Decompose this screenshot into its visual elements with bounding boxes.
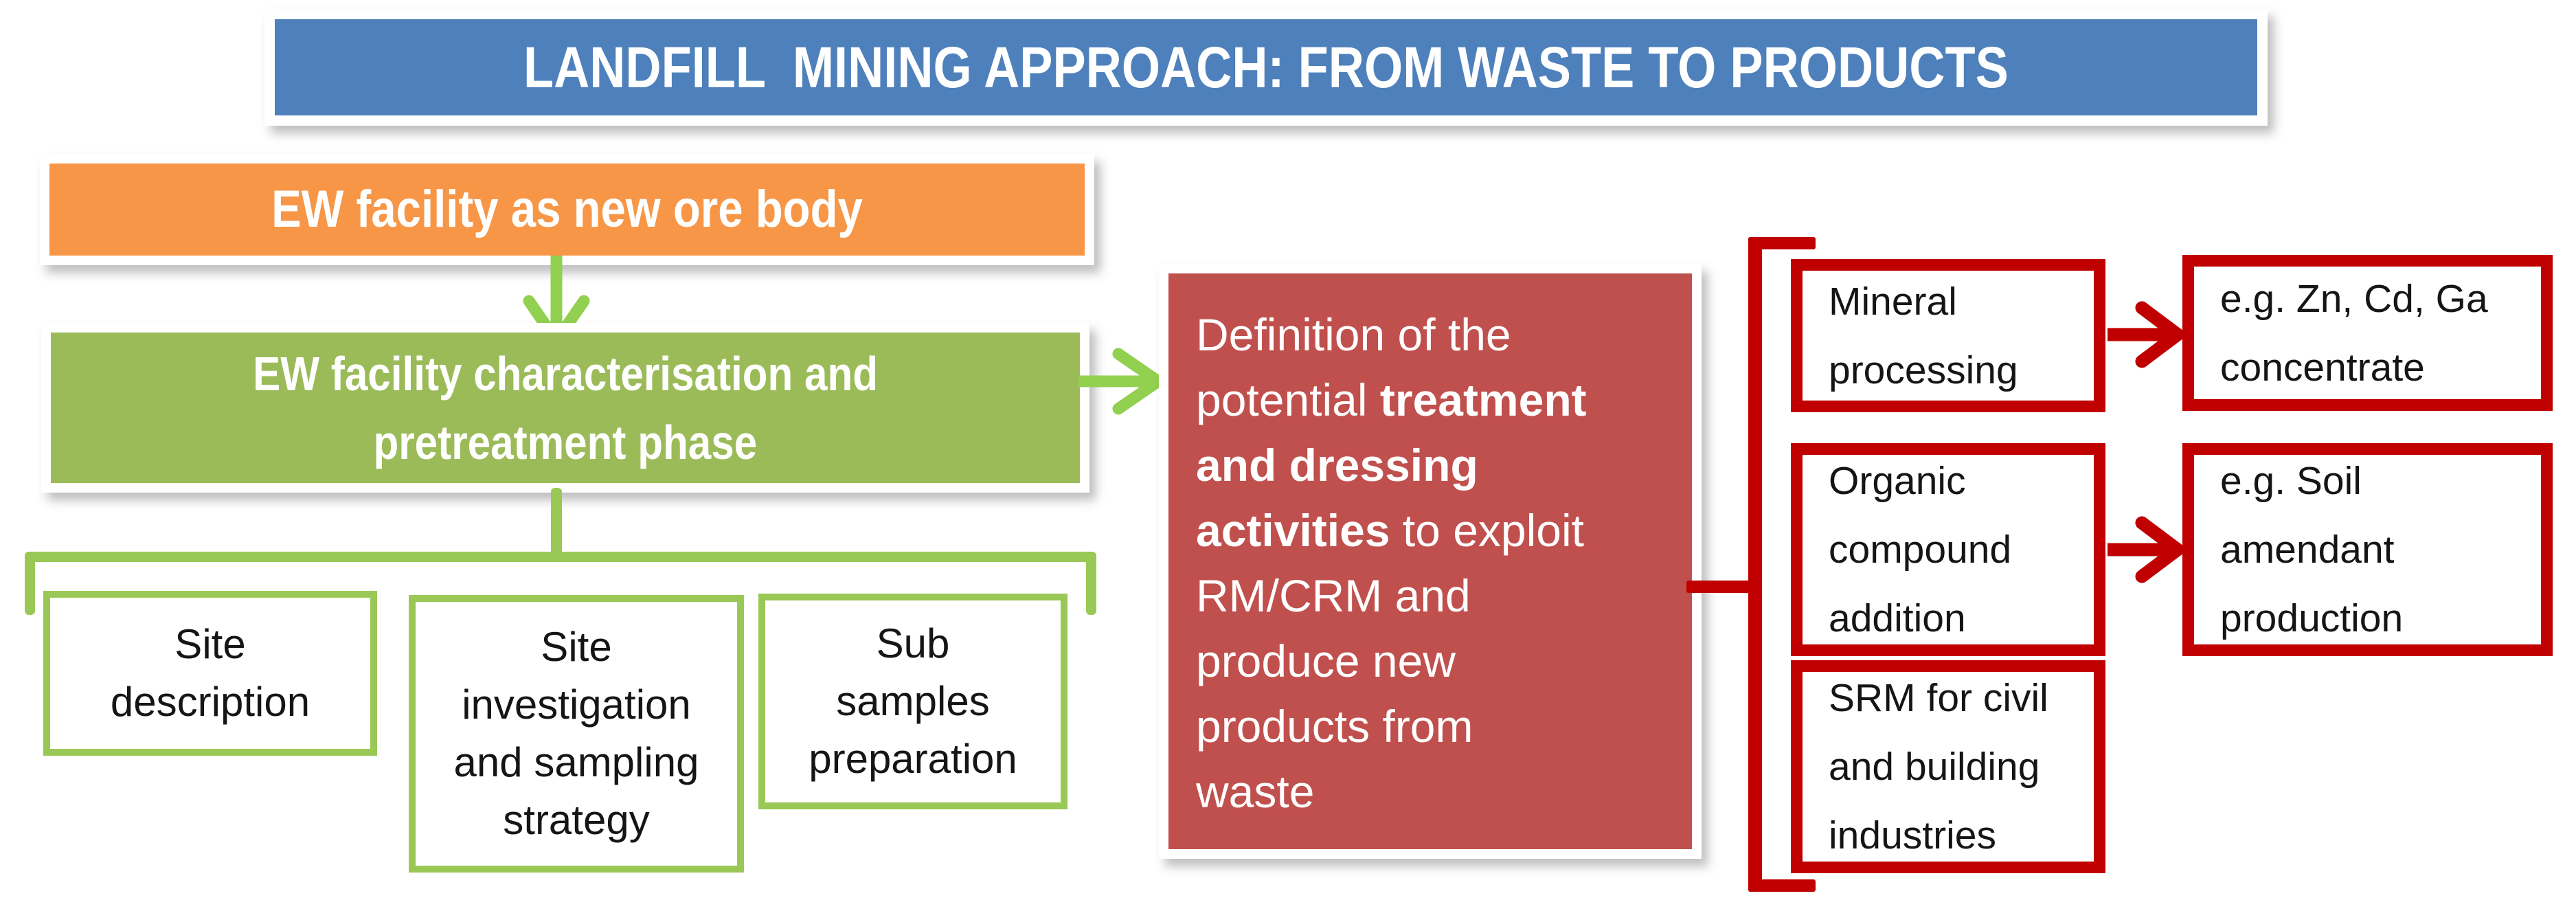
red-connector <box>1686 581 1754 593</box>
sub-box-line: and sampling <box>453 739 699 785</box>
treatment-box-line: industries <box>1829 813 1996 857</box>
characterisation-line-1: EW facility characterisation and <box>253 346 878 401</box>
title-banner-label: LANDFILL MINING APPROACH: FROM WASTE TO … <box>523 35 2009 100</box>
ore-body-box: EW facility as new ore body <box>40 154 1094 265</box>
definition-text: Definition of the potential treatment an… <box>1196 309 1587 817</box>
product-box-line: production <box>2220 596 2404 640</box>
sub-box-line: preparation <box>809 736 1017 782</box>
treatment-box-line: Organic <box>1829 459 1966 503</box>
treatment-box-srm-civil: SRM for civil and building industries <box>1791 660 2105 873</box>
red-arrow-right-icon <box>2108 297 2184 372</box>
product-box-soil-amendant: e.g. Soil amendant production <box>2182 443 2553 656</box>
red-bracket-top <box>1748 237 1816 249</box>
bracket-right-end <box>1086 552 1096 615</box>
red-bracket-bar <box>1748 237 1762 892</box>
sub-box-line: investigation <box>462 682 691 728</box>
treatment-box-line: addition <box>1829 596 1966 640</box>
product-box-zn-cd-ga: e.g. Zn, Cd, Ga concentrate <box>2182 255 2553 411</box>
title-banner: LANDFILL MINING APPROACH: FROM WASTE TO … <box>264 9 2268 126</box>
sub-box-line: Sub <box>876 620 950 666</box>
sub-box-line: strategy <box>503 797 650 843</box>
bracket-bar <box>25 552 1096 562</box>
ore-body-label: EW facility as new ore body <box>271 180 863 238</box>
sub-box-site-investigation: Site investigation and sampling strategy <box>409 595 744 873</box>
treatment-box-organic-compound: Organic compound addition <box>1791 443 2105 656</box>
product-box-line: concentrate <box>2220 345 2425 390</box>
treatment-box-line: compound <box>1829 528 2012 572</box>
sub-box-sub-samples: Sub samples preparation <box>758 594 1067 809</box>
treatment-box-line: and building <box>1829 745 2040 789</box>
definition-box: Definition of the potential treatment an… <box>1159 264 1702 859</box>
product-box-line: amendant <box>2220 528 2395 572</box>
sub-box-site-description: Site description <box>43 591 377 756</box>
red-arrow-right-icon <box>2108 512 2184 587</box>
sub-box-line: samples <box>836 678 990 724</box>
sub-box-line: Site <box>541 624 612 670</box>
treatment-box-line: SRM for civil <box>1829 676 2048 720</box>
bracket-stem <box>551 488 562 556</box>
treatment-box-mineral-processing: Mineral processing <box>1791 259 2105 412</box>
product-box-line: e.g. Soil <box>2220 459 2362 503</box>
treatment-box-line: processing <box>1829 348 2018 392</box>
characterisation-box: EW facility characterisation and pretrea… <box>41 323 1089 493</box>
treatment-box-line: Mineral <box>1829 279 1957 324</box>
characterisation-line-2: pretreatment phase <box>373 415 758 469</box>
red-bracket-bottom <box>1748 879 1816 892</box>
sub-box-line: description <box>110 679 310 725</box>
bracket-left-end <box>25 552 35 615</box>
arrow-right-icon <box>1078 341 1166 421</box>
product-box-line: e.g. Zn, Cd, Ga <box>2220 276 2488 321</box>
sub-box-line: Site <box>174 621 246 667</box>
